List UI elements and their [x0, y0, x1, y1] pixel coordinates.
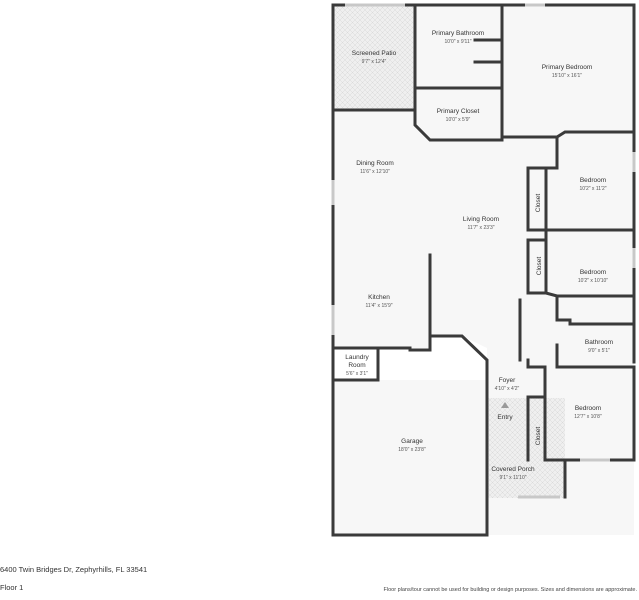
bathroom-walls: [555, 294, 636, 326]
room-name-dining-room: Dining Room: [356, 160, 394, 167]
garage-floor: [333, 380, 487, 535]
room-dims-living-room: 11'7" x 23'3": [467, 225, 494, 231]
bathroom-bottom: [555, 343, 636, 369]
closet-label-1: Closet: [535, 194, 542, 213]
room-dims-kitchen: 11'4" x 15'9": [365, 303, 392, 309]
disclaimer-text: Floor plans/tour cannot be used for buil…: [383, 587, 637, 593]
room-dims-primary-bedroom: 15'10" x 16'1": [552, 73, 582, 79]
entry-marker-icon: [501, 402, 509, 408]
bedroom-3-bottom: [543, 365, 636, 462]
room-name-foyer: Foyer: [499, 377, 516, 384]
room-dims-screened-patio: 9'7" x 12'4": [362, 59, 387, 65]
primary-closet-wall: [413, 86, 504, 142]
room-dims-covered-porch: 9'1" x 11'10": [499, 475, 526, 481]
room-name-kitchen: Kitchen: [368, 294, 390, 301]
room-name-laundry-room-2: Room: [348, 362, 365, 369]
property-address: 6400 Twin Bridges Dr, Zephyrhills, FL 33…: [0, 565, 148, 574]
room-dims-primary-bathroom: 10'0" x 9'11": [444, 39, 471, 45]
room-name-bedroom-1: Bedroom: [580, 177, 606, 184]
closet-label-2: Closet: [536, 257, 543, 276]
room-name-screened-patio: Screened Patio: [352, 50, 397, 57]
room-dims-bedroom-1: 10'2" x 11'2": [579, 186, 606, 192]
room-dims-garage: 18'0" x 23'8": [398, 447, 426, 453]
windows: [331, 3, 636, 499]
room-dims-laundry-room: 5'6" x 3'1": [346, 371, 368, 377]
room-labels: Screened Patio 9'7" x 12'4" Primary Bath…: [345, 30, 613, 481]
room-dims-bathroom: 9'0" x 5'1": [588, 348, 610, 354]
room-name-bedroom-2: Bedroom: [580, 269, 606, 276]
laundry-label: Laundry: [345, 354, 369, 361]
room-name-bathroom: Bathroom: [585, 339, 613, 346]
room-dims-bedroom-2: 10'2" x 10'10": [578, 278, 608, 284]
room-dims-foyer: 4'10" x 4'2": [495, 386, 520, 392]
laundry-walls: [331, 323, 432, 352]
room-name-garage: Garage: [401, 438, 423, 445]
walls: [331, 3, 636, 537]
porch-floor: [487, 398, 565, 498]
room-name-covered-porch: Covered Porch: [491, 466, 535, 473]
bedroom-1-left-wall: [526, 135, 636, 232]
primary-bedroom-bottom: [500, 130, 636, 139]
closet-label-3: Closet: [535, 427, 542, 446]
room-name-primary-closet: Primary Closet: [437, 108, 480, 115]
room-dims-bedroom-3: 12'7" x 10'8": [574, 414, 602, 420]
room-name-living-room: Living Room: [463, 216, 499, 223]
outer-wall-top: [331, 3, 636, 364]
room-name-primary-bedroom: Primary Bedroom: [542, 64, 593, 71]
room-dims-dining-room: 11'6" x 12'10": [360, 169, 390, 175]
room-name-primary-bathroom: Primary Bathroom: [432, 30, 484, 37]
room-name-laundry-room: Laundry: [345, 354, 369, 361]
bedroom-3-walls: [526, 358, 547, 462]
floor-label: Floor 1: [0, 583, 24, 592]
entry-label: Entry: [497, 414, 513, 421]
room-dims-primary-closet: 10'0" x 5'9": [446, 117, 471, 123]
room-name-bedroom-3: Bedroom: [575, 405, 601, 412]
patio-floor: [333, 5, 415, 110]
